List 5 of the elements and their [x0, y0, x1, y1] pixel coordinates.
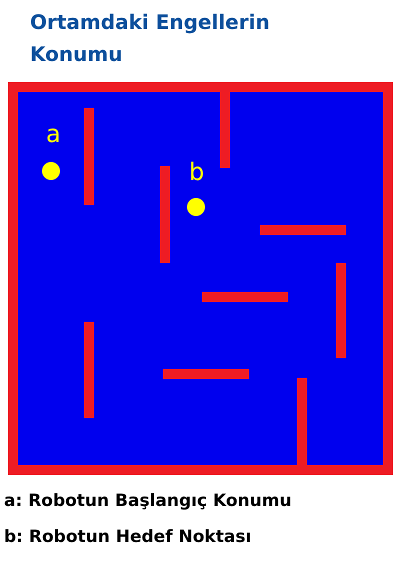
title: Ortamdaki Engellerin Konumu	[30, 9, 271, 68]
legend-note: b: Robotun Hedef Noktası	[4, 527, 252, 547]
legend-note: a: Robotun Başlangıç Konumu	[4, 491, 292, 511]
point-label: b	[189, 158, 204, 186]
point-label: a	[46, 120, 61, 148]
